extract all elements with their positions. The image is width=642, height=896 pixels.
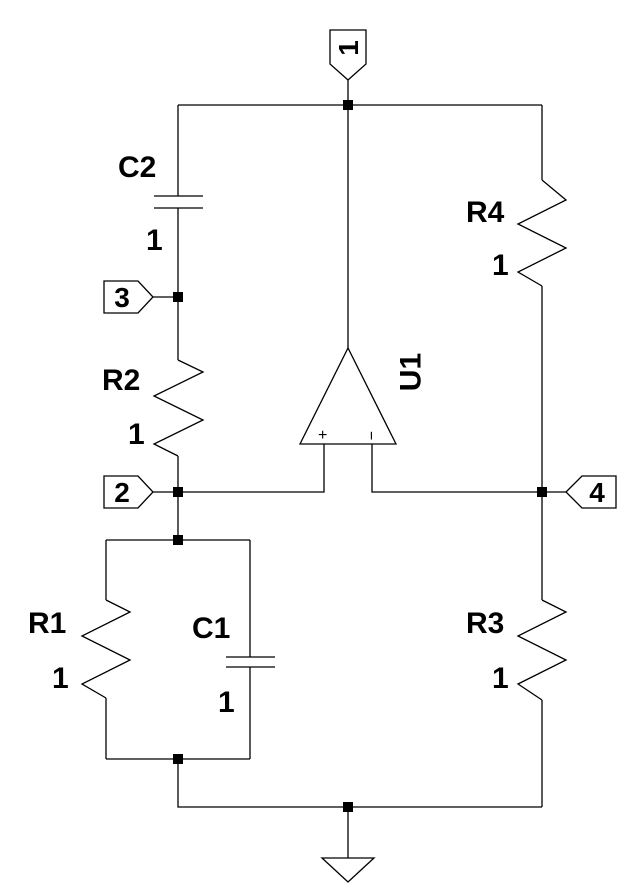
c1-value: 1 <box>218 686 235 719</box>
port-1-label: 1 <box>333 40 364 56</box>
wires <box>105 80 566 858</box>
r2-value: 1 <box>128 418 145 451</box>
port-2: 2 <box>103 475 154 509</box>
port-4: 4 <box>565 475 617 509</box>
opamp-triangle <box>298 346 398 445</box>
opamp-minus-mark: − <box>362 431 379 440</box>
opamp-plus-mark: + <box>318 427 327 444</box>
resistor-r3: R3 1 <box>466 599 568 701</box>
junction-bottom <box>343 802 353 812</box>
junction-node3 <box>173 292 183 302</box>
port-3: 3 <box>103 280 154 314</box>
wire-bottom-return <box>177 759 542 808</box>
c2-name: C2 <box>118 151 156 184</box>
resistor-r2: R2 1 <box>102 359 205 457</box>
junction-parallel-top <box>173 535 183 545</box>
r3-name: R3 <box>466 607 504 640</box>
r2-name: R2 <box>102 364 140 397</box>
capacitor-c2: C2 1 <box>118 151 203 257</box>
c1-name: C1 <box>192 612 230 645</box>
junction-top <box>343 100 353 110</box>
port-4-label: 4 <box>589 477 605 508</box>
junctions <box>173 100 547 812</box>
r4-value: 1 <box>492 249 509 282</box>
port-2-label: 2 <box>114 477 130 508</box>
junction-node4 <box>537 487 547 497</box>
opamp-u1: + − U1 <box>298 346 428 445</box>
resistor-r1: R1 1 <box>28 599 132 699</box>
ground-icon <box>320 857 376 883</box>
port-3-label: 3 <box>114 282 130 313</box>
capacitor-c1: C1 1 <box>192 612 275 719</box>
u1-name: U1 <box>395 353 428 391</box>
junction-node2 <box>173 487 183 497</box>
wire-node2-to-plus <box>178 444 325 493</box>
wire-minus-to-node4 <box>371 444 542 493</box>
r4-name: R4 <box>466 196 505 229</box>
r1-value: 1 <box>52 662 69 695</box>
junction-parallel-bottom <box>173 754 183 764</box>
c2-value: 1 <box>146 224 163 257</box>
r3-value: 1 <box>492 662 509 695</box>
r1-name: R1 <box>28 607 66 640</box>
port-1: 1 <box>329 29 367 81</box>
resistor-r4: R4 1 <box>466 179 568 287</box>
